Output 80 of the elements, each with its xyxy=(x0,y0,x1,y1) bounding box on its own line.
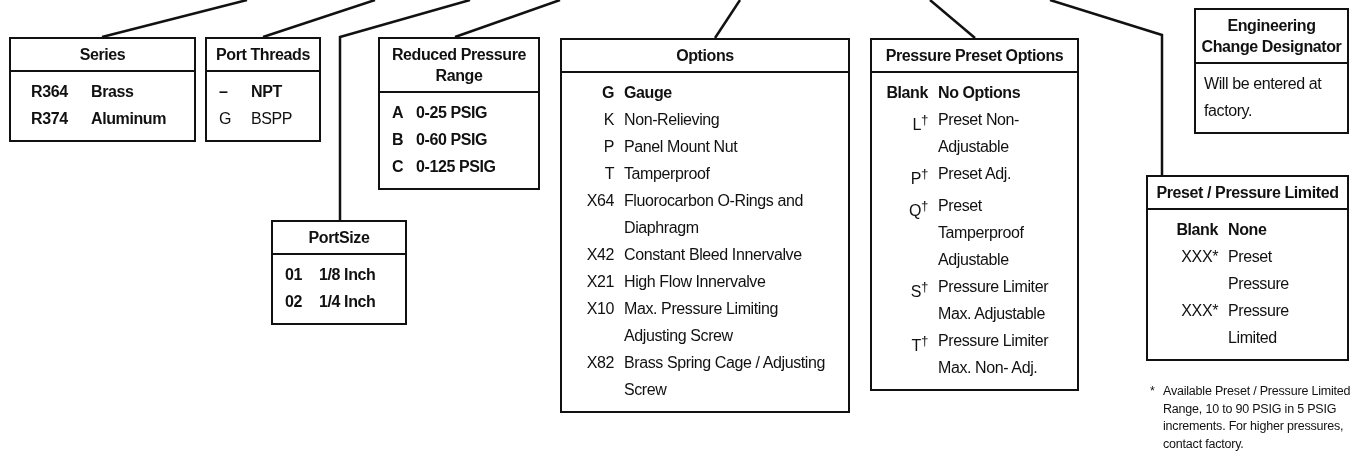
option-description: No Options xyxy=(938,83,1022,103)
option-description: Tamperproof xyxy=(624,164,711,184)
leader-line xyxy=(338,0,471,220)
table-heading: Series xyxy=(11,39,194,72)
option-description: BSPP xyxy=(251,109,294,129)
option-description: Max. Pressure Limiting Adjusting Screw xyxy=(624,299,779,346)
option-code: A xyxy=(392,103,405,123)
option-code: P xyxy=(602,137,614,157)
option-code: G xyxy=(600,83,614,103)
option-code: X42 xyxy=(585,245,614,265)
option-description: Fluorocarbon O-Rings and Diaphragm xyxy=(624,191,804,238)
option-description: Brass Spring Cage / Adjusting Screw xyxy=(624,353,826,400)
option-table xyxy=(560,38,850,413)
option-code: XXX* xyxy=(1180,301,1218,321)
option-code: – xyxy=(219,82,229,102)
option-code: Blank xyxy=(1175,220,1218,240)
table-heading: Engineering Change Designator xyxy=(1196,10,1347,64)
option-description: Aluminum xyxy=(91,109,168,129)
option-description: NPT xyxy=(251,82,283,102)
option-table xyxy=(378,37,540,190)
option-description: Preset Pressure xyxy=(1228,247,1290,294)
leader-line xyxy=(1049,0,1164,175)
option-description: Constant Bleed Innervalve xyxy=(624,245,803,265)
option-code: X10 xyxy=(585,299,614,319)
note-text: Will be entered at factory. xyxy=(1204,74,1323,121)
option-description: 1/8 Inch xyxy=(319,265,377,285)
option-description: Panel Mount Nut xyxy=(624,137,739,157)
leader-line xyxy=(262,0,376,39)
option-table xyxy=(9,37,196,142)
option-description: Preset Tamperproof Adjustable xyxy=(938,196,1025,271)
option-table xyxy=(1194,8,1349,134)
table-heading: Port Threads xyxy=(207,39,319,72)
option-code: T xyxy=(603,164,614,184)
option-description: Gauge xyxy=(624,83,673,103)
option-table xyxy=(271,220,407,325)
option-code: X82 xyxy=(585,353,614,373)
option-code: C xyxy=(392,157,405,177)
table-heading: Pressure Preset Options xyxy=(872,40,1077,73)
option-description: Non-Relieving xyxy=(624,110,721,130)
option-code: L$^{†}$ xyxy=(911,111,928,136)
leader-line xyxy=(713,0,742,39)
option-code: K xyxy=(602,110,614,130)
option-description: Pressure Limited xyxy=(1228,301,1290,348)
option-code: R364 xyxy=(31,82,69,102)
table-heading: Preset / Pressure Limited xyxy=(1148,177,1347,210)
option-description: Preset Non-Adjustable xyxy=(938,110,1020,157)
option-code: S$^{†}$ xyxy=(909,278,928,303)
option-description: 0-125 PSIG xyxy=(416,157,497,177)
option-description: 1/4 Inch xyxy=(319,292,377,312)
option-code: R374 xyxy=(31,109,69,129)
option-code: Blank xyxy=(885,83,928,103)
option-code: 01 xyxy=(285,265,303,285)
option-code: 02 xyxy=(285,292,303,312)
table-heading: Reduced Pressure Range xyxy=(380,39,538,93)
option-code: Q$^{†}$ xyxy=(907,197,928,222)
option-table xyxy=(1146,175,1349,361)
option-code: X21 xyxy=(585,272,614,292)
leader-line xyxy=(101,0,248,39)
option-description: 0-25 PSIG xyxy=(416,103,489,123)
footnote-text: Available Preset / Pressure Limited Range, 10 to 90 PSIG in 5 PSIG increments. For higher pressures, contact factory. xyxy=(1163,383,1351,453)
option-table xyxy=(205,37,321,142)
option-code: X64 xyxy=(585,191,614,211)
option-description: Pressure Limiter Max. Adjustable xyxy=(938,277,1050,325)
option-code: B xyxy=(392,130,405,150)
leader-line xyxy=(929,0,976,39)
table-heading: PortSize xyxy=(273,222,405,255)
option-code: T$^{†}$ xyxy=(910,332,928,357)
option-description: 0-60 PSIG xyxy=(416,130,489,150)
option-description: High Flow Innervalve xyxy=(624,272,767,292)
footnote-mark: * xyxy=(1150,383,1156,400)
option-code: XXX* xyxy=(1180,247,1218,267)
option-description: Brass xyxy=(91,82,135,102)
option-description: Preset Adj. xyxy=(938,164,1012,184)
leader-line xyxy=(454,0,561,39)
option-code: G xyxy=(219,109,233,129)
option-table xyxy=(870,38,1079,392)
table-heading: Options xyxy=(562,40,848,73)
option-code: P$^{†}$ xyxy=(909,165,928,190)
option-description: None xyxy=(1228,220,1268,240)
option-description: Pressure Limiter Max. Non- Adj. xyxy=(938,331,1050,379)
